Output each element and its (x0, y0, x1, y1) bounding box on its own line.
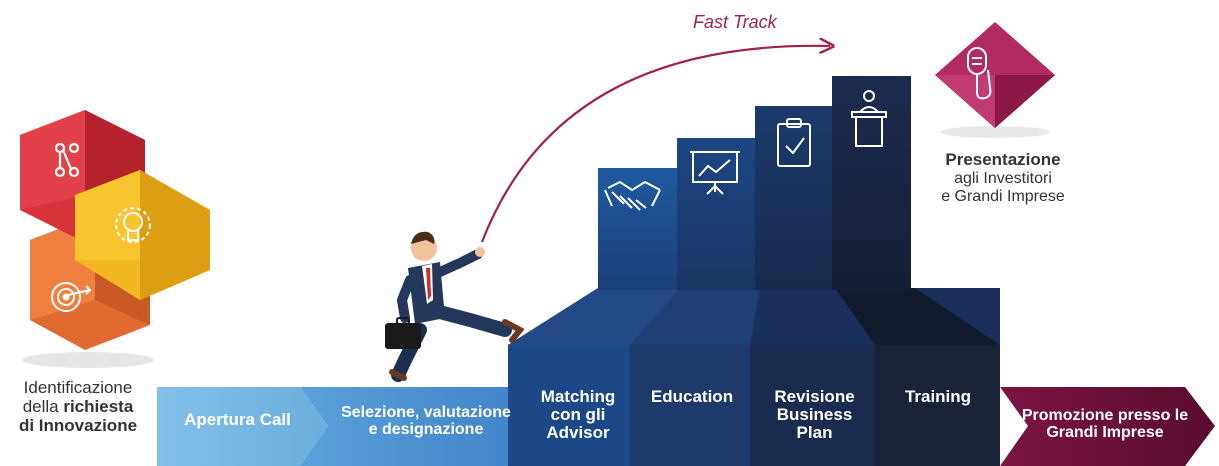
presentation-chart-icon (690, 151, 740, 195)
step-revisione-line-2: Business (776, 404, 853, 424)
step-apertura-call: Apertura Call (160, 411, 315, 429)
step-education-label: Education (650, 387, 734, 406)
step-promozione: Promozione presso le Grandi Imprese (1010, 407, 1200, 442)
step-selezione-shape (300, 387, 548, 466)
column-revisione (755, 106, 835, 290)
step-matching: Matching con gli Advisor (528, 388, 628, 442)
column-matching (598, 168, 680, 290)
presentation-cube (935, 22, 1055, 138)
step-promozione-line-1: Promozione presso le (1021, 407, 1189, 424)
step-selezione-line-1: Selezione, valutazione (341, 404, 511, 421)
column-education (677, 138, 757, 290)
innovation-cubes (20, 110, 210, 368)
step-matching-line-3: Advisor (546, 422, 610, 442)
step-matching-line-2: con gli (550, 404, 606, 424)
step-apertura-call-shape (157, 387, 328, 466)
step-training-label: Training (904, 387, 972, 406)
step-revisione-line-3: Plan (796, 422, 833, 442)
step-training: Training (877, 388, 999, 406)
step-selezione: Selezione, valutazione e designazione (322, 404, 530, 439)
fast-track-label: Fast Track (693, 12, 777, 32)
lightbulb-gear-icon (115, 207, 151, 243)
fast-track-arc (480, 46, 830, 243)
step-selezione-line-2: e designazione (368, 420, 484, 438)
presentation-line-2: agli Investitori (954, 169, 1052, 187)
identification-line-2-bold: richiesta (63, 397, 134, 417)
step-apertura-call-label: Apertura Call (184, 410, 291, 429)
presentation-title: Presentazione (945, 150, 1061, 169)
step-promozione-line-2: Grandi Imprese (1046, 423, 1164, 441)
step-matching-line-1: Matching (540, 387, 616, 406)
identification-line-3: di Innovazione (18, 416, 138, 436)
podium-speaker-icon (851, 90, 887, 147)
identification-line-2: della richiesta (8, 397, 148, 416)
handshake-icon (604, 180, 661, 211)
identification-label: Identificazione della richiesta di Innov… (8, 378, 148, 435)
businessman-figure (385, 231, 525, 382)
presentation-label: Presentazione agli Investitori e Grandi … (918, 150, 1088, 206)
identification-line-1: Identificazione (23, 378, 133, 397)
clipboard-check-icon (777, 118, 811, 167)
step-promozione-shape (1000, 387, 1215, 466)
step-education: Education (632, 388, 752, 406)
identification-line-2-pre: della (22, 397, 64, 417)
target-icon (51, 282, 92, 312)
step-revisione: Revisione Business Plan (752, 388, 877, 442)
microphone-icon (967, 47, 992, 100)
step-revisione-line-1: Revisione (774, 387, 855, 406)
graph-icon (54, 142, 80, 178)
presentation-line-3: e Grandi Imprese (941, 187, 1065, 205)
